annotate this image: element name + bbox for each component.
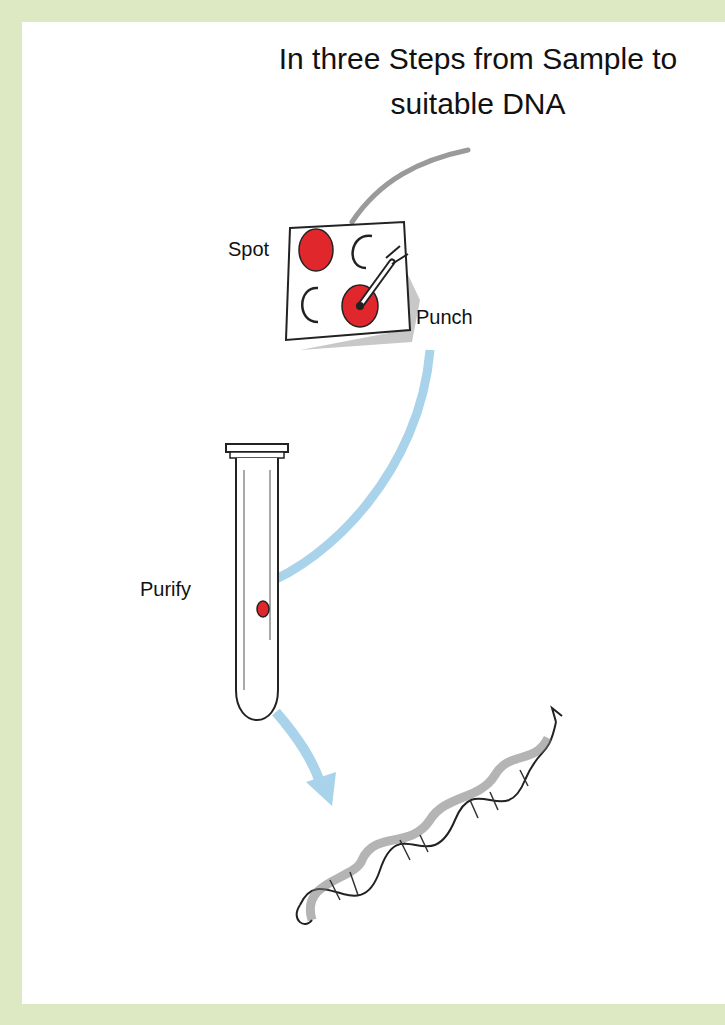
step-label: Purify	[140, 578, 191, 601]
filter-card	[286, 222, 410, 340]
punched-disc	[257, 601, 269, 617]
punch-tool	[360, 262, 392, 306]
punch-tool	[360, 262, 392, 306]
flow-arrow	[276, 712, 320, 782]
dna-end	[552, 708, 562, 722]
arrow-head	[306, 772, 336, 806]
step-label: Spot	[228, 238, 269, 261]
flow-arrow	[262, 350, 430, 585]
punch-handle	[386, 246, 408, 264]
base-pairs	[330, 770, 528, 900]
diagram-title: In three Steps from Sample to suitable D…	[238, 36, 718, 126]
step-label: Punch	[416, 306, 473, 329]
content-panel	[22, 22, 725, 1004]
tube-cap	[226, 444, 288, 452]
tube-cap	[230, 452, 284, 458]
dna-end	[297, 905, 312, 924]
pipette-tip	[352, 150, 468, 222]
empty-spot	[353, 236, 372, 268]
punch-tip	[356, 302, 364, 310]
blood-spot	[299, 229, 333, 271]
tube-highlight	[244, 470, 270, 690]
sample-tube	[236, 458, 278, 720]
dna-strand	[310, 738, 548, 920]
empty-spot	[302, 288, 318, 322]
